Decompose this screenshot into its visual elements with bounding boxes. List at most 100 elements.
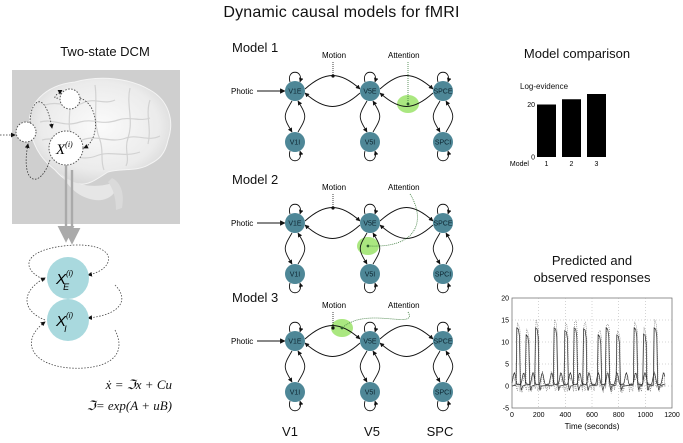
- node-spc-excitatory: [433, 331, 453, 351]
- node-v5-inhibitory-label: V5I: [365, 390, 376, 397]
- intrinsic-connection-up: [297, 350, 306, 383]
- motion-input-label: Motion: [322, 51, 346, 60]
- intrinsic-connection-down: [359, 100, 368, 133]
- intrinsic-connection-up: [372, 100, 381, 133]
- node-v1-excitatory-label: V1E: [288, 221, 302, 228]
- intrinsic-connection-up: [445, 100, 454, 133]
- self-connection-top: [288, 71, 304, 83]
- intrinsic-connection-down: [432, 100, 441, 133]
- backward-connection: [379, 224, 434, 239]
- x-tick-label: 200: [533, 412, 545, 419]
- node-v1-excitatory: [285, 331, 305, 351]
- bar-model-2: [562, 99, 581, 157]
- intrinsic-connection-down: [432, 232, 441, 265]
- backward-connection: [379, 92, 434, 107]
- brain-region-node-top: [59, 88, 81, 110]
- forward-connection: [379, 325, 434, 340]
- node-v5-inhibitory-label: V5I: [365, 140, 376, 147]
- self-connection-top: [436, 321, 452, 333]
- comparison-title: Model comparison: [523, 46, 631, 61]
- bar-category-label: 2: [570, 161, 574, 168]
- x-tick-label: 600: [586, 412, 598, 419]
- region-label-spc: SPC: [426, 424, 454, 439]
- y-tick-label: 5: [505, 362, 509, 369]
- bar-model-1: [537, 104, 556, 157]
- intrinsic-connection-up: [297, 232, 306, 265]
- node-spc-excitatory: [433, 81, 453, 101]
- forward-connection: [379, 207, 434, 222]
- intrinsic-connection-up: [297, 100, 306, 133]
- intrinsic-connection-down: [359, 232, 368, 265]
- y-tick-label: 20: [501, 296, 509, 303]
- node-spc-excitatory-label: SPCE: [433, 89, 452, 96]
- self-connection-bottom: [363, 400, 379, 412]
- self-connection-top: [363, 321, 379, 333]
- two-state-nodes: X(i)E X(i)I: [26, 244, 123, 369]
- photic-input-label: Photic: [231, 87, 253, 96]
- inhibitory-state-label: X(i)I: [55, 311, 73, 334]
- node-spc-inhibitory: [433, 264, 453, 284]
- node-spc-inhibitory: [433, 132, 453, 152]
- attention-modulation-point: [340, 326, 344, 330]
- backward-connection: [304, 224, 361, 239]
- attention-input-label: Attention: [388, 183, 420, 192]
- y-tick-label: 0: [531, 155, 535, 162]
- node-v5-inhibitory: [360, 264, 380, 284]
- node-v1-inhibitory-label: V1I: [290, 140, 301, 147]
- forward-connection: [304, 75, 361, 90]
- self-connection-bottom: [436, 282, 452, 294]
- node-spc-excitatory-label: SPCE: [433, 339, 452, 346]
- photic-input-label: Photic: [231, 219, 253, 228]
- responses-title-line1: Predicted and: [551, 253, 633, 268]
- node-v5-excitatory: [360, 81, 380, 101]
- motion-modulation-point: [331, 74, 335, 78]
- inhibitory-state-node: [47, 299, 89, 341]
- node-v5-inhibitory: [360, 132, 380, 152]
- node-v5-excitatory: [360, 331, 380, 351]
- node-v1-inhibitory: [285, 264, 305, 284]
- page-title: Dynamic causal models for fMRI: [223, 4, 460, 21]
- intrinsic-connection-up: [445, 232, 454, 265]
- attention-modulation-point: [366, 244, 370, 248]
- motion-input-label: Motion: [322, 301, 346, 310]
- y-tick-label: 0: [505, 384, 509, 391]
- brain-node-xi: [48, 130, 84, 166]
- node-v1-inhibitory-label: V1I: [290, 390, 301, 397]
- excitatory-state-label: X(i)E: [55, 269, 73, 292]
- bar-category-label: 3: [595, 161, 599, 168]
- intrinsic-connection-up: [445, 350, 454, 383]
- attention-modulation-line: [369, 193, 418, 247]
- self-connection-top: [363, 71, 379, 83]
- x-axis-label: Model: [510, 161, 530, 168]
- model-2-title: Model 2: [232, 172, 279, 187]
- self-connection-bottom: [363, 282, 379, 294]
- brain-node-label: X(i): [55, 140, 73, 158]
- self-connection-top: [288, 321, 304, 333]
- motion-modulation-point: [331, 206, 335, 210]
- node-v1-inhibitory-label: V1I: [290, 272, 301, 279]
- forward-connection: [304, 325, 361, 340]
- node-v5-excitatory: [360, 213, 380, 233]
- comparison-ylabel: Log-evidence: [520, 82, 569, 91]
- node-v1-excitatory-label: V1E: [288, 339, 302, 346]
- series-observed-high-state-: [512, 319, 667, 394]
- node-v5-excitatory-label: V5E: [363, 89, 377, 96]
- responses-title-line2: observed responses: [533, 270, 651, 285]
- node-v5-excitatory-label: V5E: [363, 221, 377, 228]
- intrinsic-connection-down: [284, 232, 293, 265]
- x-tick-label: 1000: [638, 412, 654, 419]
- x-tick-label: 1200: [664, 412, 680, 419]
- two-state-dcm-title: Two-state DCM: [60, 44, 150, 59]
- self-connection-top: [436, 203, 452, 215]
- self-connection-bottom: [436, 150, 452, 162]
- backward-connection: [304, 92, 361, 107]
- intrinsic-connection-up: [372, 232, 381, 265]
- node-v1-excitatory: [285, 81, 305, 101]
- y-tick-label: 10: [501, 340, 509, 347]
- motion-input-label: Motion: [322, 183, 346, 192]
- series-predicted-high-state-: [511, 327, 666, 391]
